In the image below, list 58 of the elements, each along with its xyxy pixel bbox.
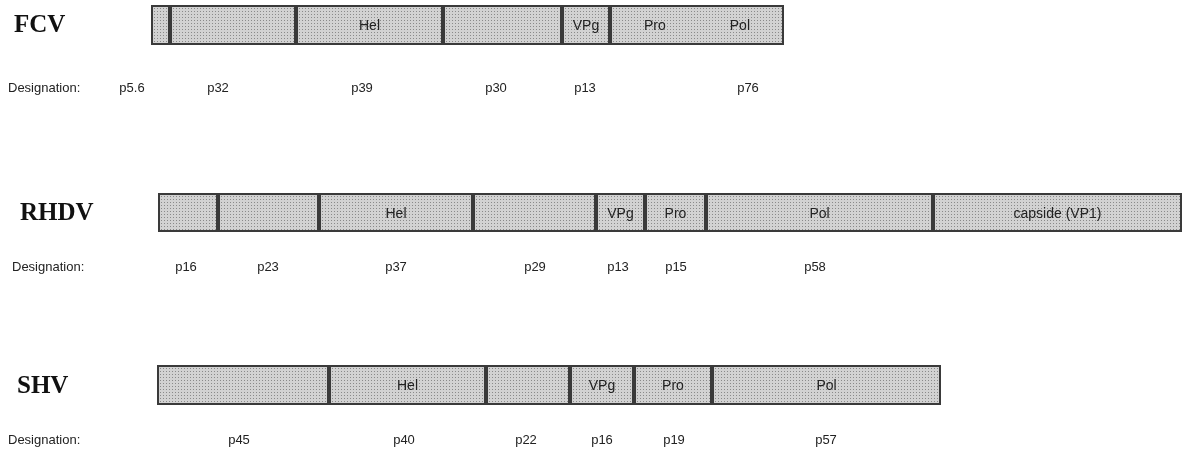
row-label: Designation:: [12, 259, 85, 275]
protein-segment: [570, 365, 634, 405]
protein-segment: [329, 365, 486, 405]
protein-label: p5.6: [119, 80, 145, 96]
protein-label: p37: [385, 259, 407, 275]
row-label: Designation:: [8, 80, 81, 96]
protein-segment: [296, 5, 443, 45]
protein-segment: [157, 365, 329, 405]
virus-name: FCV: [14, 10, 66, 38]
protein-segment: [319, 193, 473, 232]
row-label: Designation:: [8, 432, 81, 448]
protein-segment: [634, 365, 712, 405]
virus-name: RHDV: [20, 198, 94, 226]
virus-name: SHV: [17, 371, 69, 399]
protein-label: p30: [485, 80, 507, 96]
segment-label: Hel: [397, 377, 418, 393]
protein-segment: [712, 365, 941, 405]
protein-segment: [158, 193, 218, 232]
protein-segment: [706, 193, 933, 232]
segment-label: capside (VP1): [1013, 204, 1102, 221]
segment-label: Pol: [809, 204, 830, 221]
protein-segment: [486, 365, 570, 405]
segment-label: Hel: [385, 204, 407, 221]
segment-label: VPg: [588, 377, 616, 393]
protein-label: p76: [737, 80, 759, 96]
segment-label: Pro: [662, 377, 684, 393]
protein-segment: [151, 5, 170, 45]
protein-segment: [443, 5, 562, 45]
segment-label: VPg: [572, 17, 600, 33]
segment-label: Pol: [816, 377, 837, 393]
segment-label: VPg: [607, 204, 634, 221]
protein-label: p57: [815, 432, 837, 448]
protein-segment: [562, 5, 610, 45]
protein-label: p32: [207, 80, 229, 96]
protein-segment: [933, 193, 1182, 232]
protein-label: p58: [804, 259, 826, 275]
protein-segment: [218, 193, 319, 232]
protein-label: p23: [257, 259, 279, 275]
segment-label: Hel: [359, 17, 380, 33]
protein-segment: [610, 5, 784, 45]
protein-segment: [473, 193, 596, 232]
protein-segment: [170, 5, 296, 45]
protein-label: p15: [665, 259, 687, 275]
protein-label: p39: [351, 80, 373, 96]
protein-label: p16: [591, 432, 613, 448]
protein-label: p40: [393, 432, 415, 448]
protein-label: p19: [663, 432, 685, 448]
protein-label: p22: [515, 432, 537, 448]
protein-label: p29: [524, 259, 546, 275]
protein-segment: [645, 193, 706, 232]
segment-label: Pro: [664, 204, 687, 221]
protein-label: p45: [228, 432, 250, 448]
protein-segment: [596, 193, 645, 232]
protein-label: p13: [607, 259, 629, 275]
segment-label: Pro: [644, 17, 666, 33]
segment-label: Pol: [729, 17, 750, 33]
protein-label: p16: [175, 259, 197, 275]
protein-label: p13: [574, 80, 596, 96]
